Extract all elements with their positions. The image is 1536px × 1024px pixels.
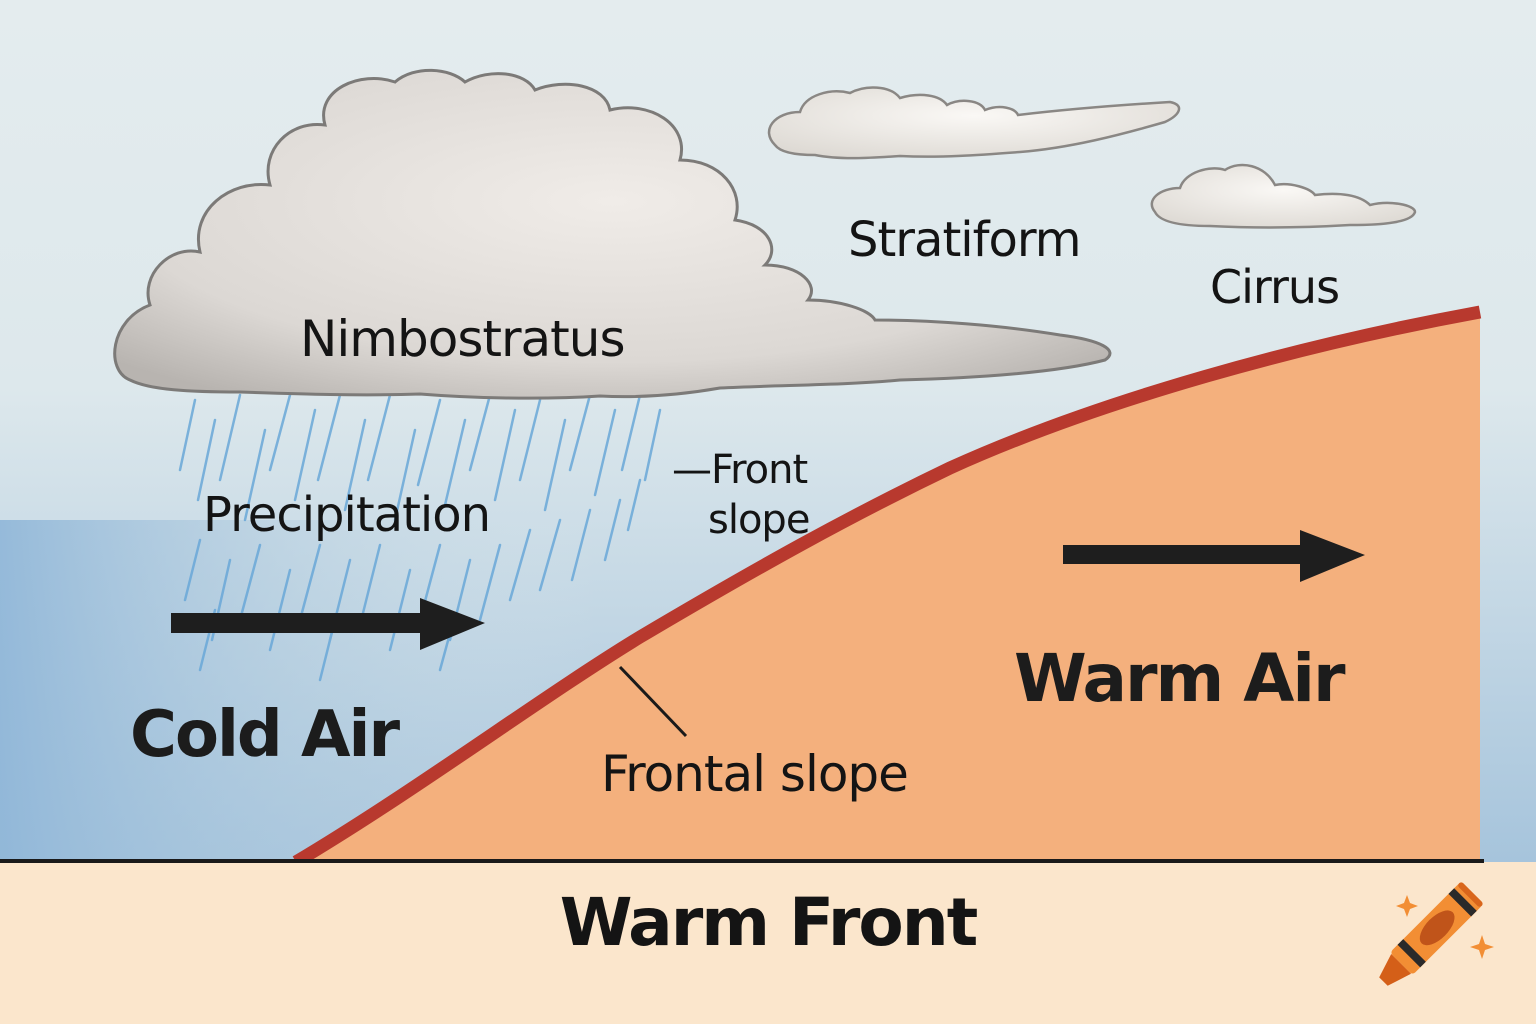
- label-frontal-slope: Frontal slope: [601, 745, 909, 803]
- precipitation-rain: [178, 393, 662, 682]
- nimbostratus-cloud: [113, 68, 1112, 400]
- label-front-slope-line2: slope: [708, 497, 810, 543]
- ground-line: [0, 859, 1484, 863]
- diagram-title: Warm Front: [559, 884, 979, 961]
- warm-air-arrow: [1063, 530, 1365, 582]
- label-nimbostratus: Nimbostratus: [300, 310, 626, 368]
- label-front-slope-line1: —Front: [672, 447, 808, 493]
- cold-air-arrow-shaft: [171, 613, 271, 633]
- warm-air-region: [300, 318, 1480, 862]
- cirrus-cloud: [1150, 163, 1417, 229]
- frontal-slope-leader: [618, 665, 688, 738]
- sparkle-icon: [1396, 895, 1494, 959]
- cold-air-arrow-head: [420, 598, 485, 650]
- label-stratiform: Stratiform: [848, 212, 1082, 268]
- label-cirrus: Cirrus: [1210, 260, 1340, 314]
- front-line: [292, 305, 1482, 868]
- label-precipitation: Precipitation: [203, 487, 491, 543]
- stratiform-cloud: [767, 86, 1181, 160]
- cold-air-arrow: [171, 598, 485, 650]
- crayon-icon: [1379, 882, 1483, 986]
- label-warm-air: Warm Air: [1014, 640, 1346, 717]
- label-cold-air: Cold Air: [130, 698, 400, 772]
- label-front-slope: —Front slope: [672, 445, 810, 545]
- ground-strip: [0, 862, 1536, 1024]
